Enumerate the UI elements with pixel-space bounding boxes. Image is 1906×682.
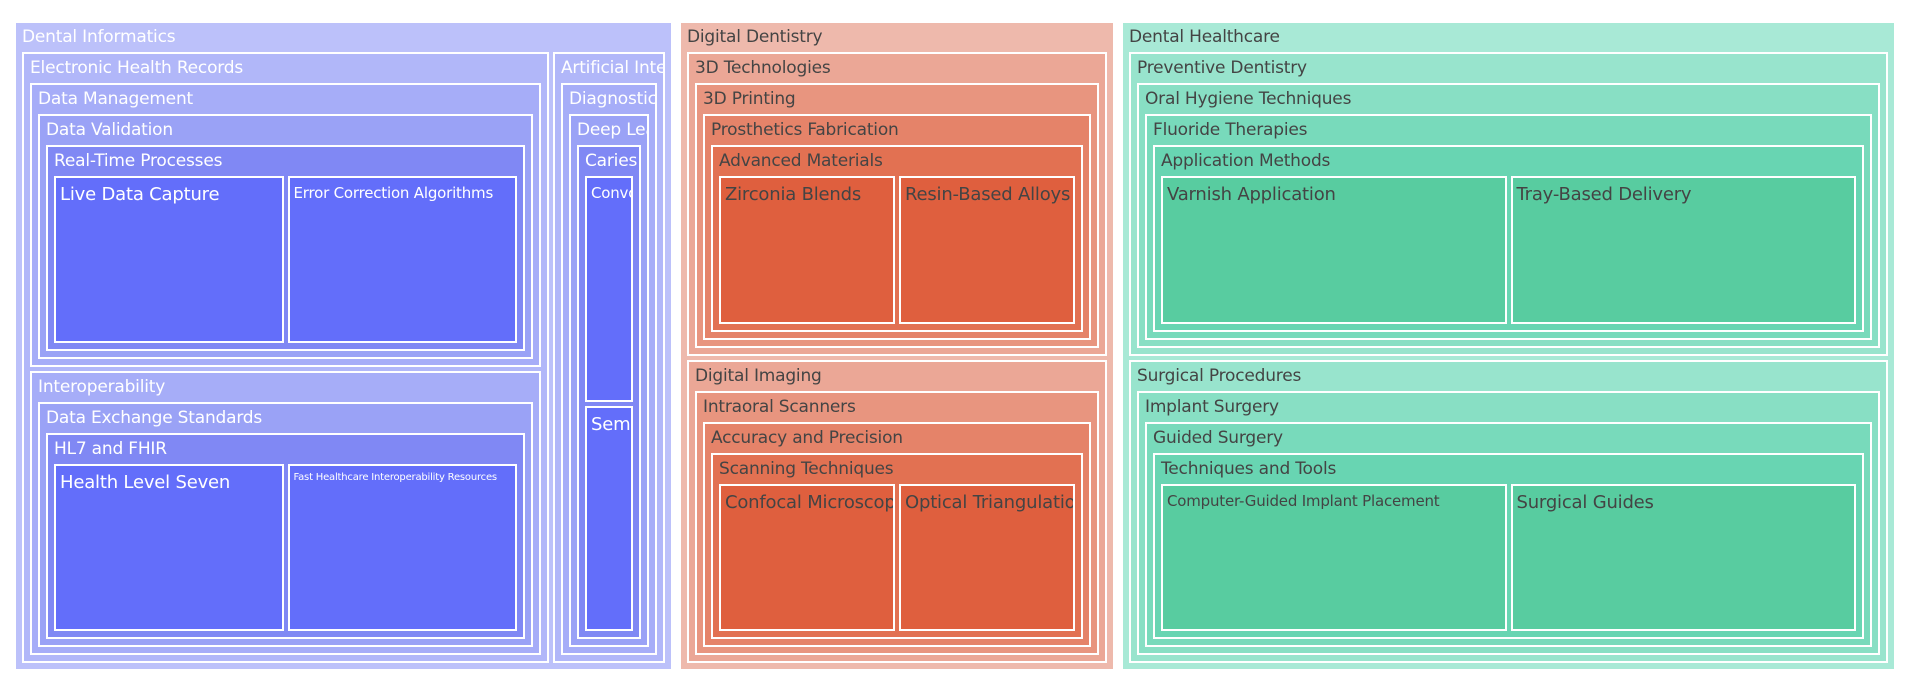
treemap-leaf-confocal-microscopy[interactable]: Confocal Microscopy — [719, 483, 895, 631]
treemap-leaf-computer-guided-implant-placement[interactable]: Computer-Guided Implant Placement — [1161, 483, 1507, 631]
treemap-label: Oral Hygiene Techniques — [1145, 89, 1352, 109]
treemap-label: Scanning Techniques — [719, 458, 894, 479]
treemap-label: Implant Surgery — [1145, 396, 1279, 417]
treemap-label: Application Methods — [1161, 151, 1331, 171]
treemap-label: Resin-Based Alloys — [905, 184, 1071, 205]
treemap-label: Zirconia Blends — [725, 184, 862, 205]
treemap-leaf-surgical-guides[interactable]: Surgical Guides — [1510, 483, 1856, 631]
treemap-label: Varnish Application — [1167, 184, 1336, 205]
treemap-leaf-semantic-segmentation[interactable]: Semantic Segmentation — [585, 405, 633, 631]
treemap-label: Live Data Capture — [60, 184, 220, 205]
treemap-label: Health Level Seven — [60, 472, 231, 493]
treemap-leaf-live-data-capture[interactable]: Live Data Capture — [54, 176, 284, 343]
treemap-label: Deep Learning Models — [577, 120, 647, 140]
treemap-label: Semantic Segmentation — [591, 413, 631, 435]
treemap-label: Dental Healthcare — [1129, 27, 1280, 47]
treemap-label: Preventive Dentistry — [1137, 58, 1307, 78]
treemap-label: Fast Healthcare Interoperability Resourc… — [293, 472, 498, 483]
treemap-label: Optical Triangulation — [905, 491, 1075, 513]
treemap-label: 3D Technologies — [695, 58, 831, 78]
treemap-label: Electronic Health Records — [30, 58, 244, 78]
treemap-label: Data Exchange Standards — [46, 408, 263, 428]
treemap-label: Data Management — [38, 89, 193, 109]
treemap-label: HL7 and FHIR — [54, 439, 167, 459]
treemap-label: Techniques and Tools — [1161, 458, 1337, 479]
treemap-leaf-optical-triangulation[interactable]: Optical Triangulation — [899, 483, 1075, 631]
treemap-leaf-health-level-seven[interactable]: Health Level Seven — [54, 464, 284, 631]
treemap-leaf-convolutional-neural-networks[interactable]: Convolutional Neural Networks — [585, 176, 633, 402]
treemap-label: Digital Dentistry — [687, 27, 823, 47]
treemap-label: Digital Imaging — [695, 365, 822, 386]
treemap-leaf-tray-based-delivery[interactable]: Tray-Based Delivery — [1510, 176, 1856, 324]
treemap-leaf-varnish-application[interactable]: Varnish Application — [1161, 176, 1507, 324]
treemap-label: Interoperability — [38, 377, 166, 397]
treemap-label: Data Validation — [46, 120, 173, 140]
treemap-label: Intraoral Scanners — [703, 396, 856, 417]
treemap-label: Real-Time Processes — [54, 151, 223, 171]
treemap-label: Convolutional Neural Networks — [591, 184, 631, 202]
treemap-label: Dental Informatics — [22, 27, 176, 47]
treemap-label: Surgical Guides — [1516, 491, 1654, 513]
treemap-label: Computer-Guided Implant Placement — [1167, 491, 1440, 510]
treemap-label: Confocal Microscopy — [725, 491, 895, 513]
treemap-label: Surgical Procedures — [1137, 365, 1302, 386]
treemap-label: Accuracy and Precision — [711, 427, 903, 448]
treemap-label: 3D Printing — [703, 89, 796, 109]
treemap-label: Error Correction Algorithms — [293, 184, 494, 202]
treemap-label: Guided Surgery — [1153, 427, 1283, 448]
treemap-label: Prosthetics Fabrication — [711, 120, 899, 140]
treemap-label: Fluoride Therapies — [1153, 120, 1308, 140]
treemap-leaf-zirconia-blends[interactable]: Zirconia Blends — [719, 176, 895, 324]
treemap-label: Caries Detection — [585, 151, 639, 171]
treemap-label: Advanced Materials — [719, 151, 883, 171]
treemap-label: Diagnostic Tools — [569, 89, 657, 109]
treemap-label: Artificial Intelligence — [561, 58, 663, 78]
treemap-label: Tray-Based Delivery — [1516, 184, 1692, 205]
treemap-leaf-fast-healthcare-interoperability-resources[interactable]: Fast Healthcare Interoperability Resourc… — [287, 464, 517, 631]
treemap-leaf-resin-based-alloys[interactable]: Resin-Based Alloys — [899, 176, 1075, 324]
treemap-leaf-error-correction-algorithms[interactable]: Error Correction Algorithms — [287, 176, 517, 343]
